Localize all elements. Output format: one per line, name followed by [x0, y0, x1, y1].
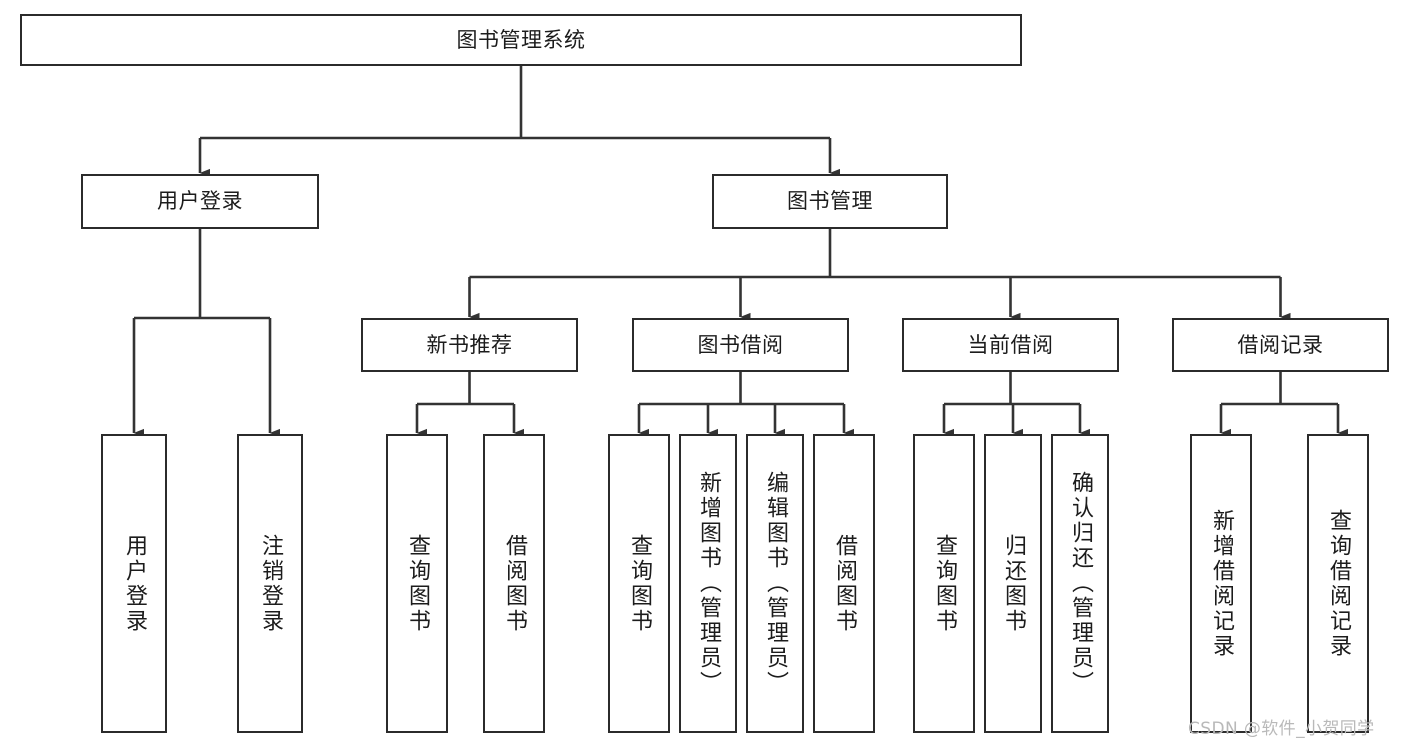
node-label: 查询图书 — [627, 533, 652, 634]
node-leaf-query-borrow-record[interactable]: 查询借阅记录 — [1307, 434, 1369, 733]
node-label: 查询借阅记录 — [1326, 508, 1351, 659]
node-current-borrow[interactable]: 当前借阅 — [902, 318, 1119, 372]
node-label: 图书管理系统 — [456, 27, 586, 52]
node-label: 编辑图书（管理员） — [763, 471, 788, 696]
node-label: 新书推荐 — [426, 332, 513, 357]
node-label: 当前借阅 — [967, 332, 1054, 357]
node-leaf-user-login[interactable]: 用户登录 — [101, 434, 167, 733]
node-borrow-record[interactable]: 借阅记录 — [1172, 318, 1389, 372]
node-label: 新增图书（管理员） — [696, 471, 721, 696]
node-label: 注销登录 — [258, 533, 283, 634]
node-leaf-user-logout[interactable]: 注销登录 — [237, 434, 303, 733]
node-label: 归还图书 — [1001, 533, 1026, 634]
node-leaf-borrow-book-2[interactable]: 借阅图书 — [813, 434, 875, 733]
node-leaf-confirm-return-admin[interactable]: 确认归还（管理员） — [1051, 434, 1109, 733]
node-label: 图书管理 — [787, 189, 873, 214]
node-book-manage[interactable]: 图书管理 — [712, 174, 948, 229]
node-label: 用户登录 — [122, 533, 147, 634]
node-leaf-add-book-admin[interactable]: 新增图书（管理员） — [679, 434, 737, 733]
node-label: 查询图书 — [932, 533, 957, 634]
node-label: 图书借阅 — [697, 332, 784, 357]
node-leaf-add-borrow-record[interactable]: 新增借阅记录 — [1190, 434, 1252, 733]
node-label: 新增借阅记录 — [1209, 508, 1234, 659]
node-leaf-query-book-3[interactable]: 查询图书 — [913, 434, 975, 733]
node-label: 查询图书 — [405, 533, 430, 634]
node-label: 借阅图书 — [502, 533, 527, 634]
node-leaf-return-book[interactable]: 归还图书 — [984, 434, 1042, 733]
node-new-book-recommend[interactable]: 新书推荐 — [361, 318, 578, 372]
node-label: 借阅图书 — [832, 533, 857, 634]
node-root[interactable]: 图书管理系统 — [20, 14, 1022, 66]
node-book-borrow[interactable]: 图书借阅 — [632, 318, 849, 372]
node-leaf-query-book-2[interactable]: 查询图书 — [608, 434, 670, 733]
node-label: 借阅记录 — [1237, 332, 1324, 357]
node-leaf-borrow-book-1[interactable]: 借阅图书 — [483, 434, 545, 733]
node-label: 用户登录 — [157, 189, 243, 214]
node-user-login[interactable]: 用户登录 — [81, 174, 319, 229]
node-leaf-query-book-1[interactable]: 查询图书 — [386, 434, 448, 733]
node-label: 确认归还（管理员） — [1068, 471, 1093, 696]
node-leaf-edit-book-admin[interactable]: 编辑图书（管理员） — [746, 434, 804, 733]
